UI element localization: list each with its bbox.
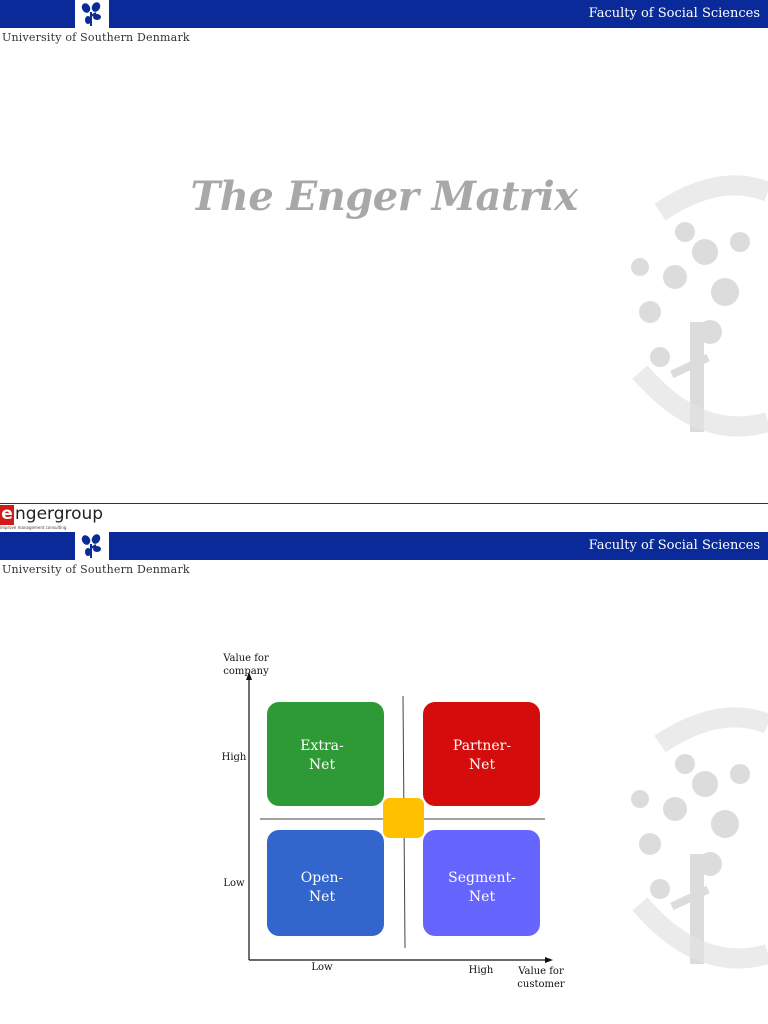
slide-title: The Enger Matrix: [190, 173, 579, 220]
open-net-label-line2: Net: [309, 889, 336, 905]
x-axis-title-line1: Value for: [517, 966, 564, 977]
y-axis-title-line1: Value for: [222, 653, 269, 664]
x-tick-high: High: [469, 965, 494, 976]
quadrant-segment-net: [423, 830, 540, 936]
partner-net-label-line1: Partner-: [453, 738, 511, 754]
university-name: University of Southern Denmark: [2, 563, 190, 576]
y-axis-title-line2: company: [223, 666, 269, 677]
engergroup-logo: e ngergroup improve management consultin…: [0, 504, 140, 531]
extra-net-label-line2: Net: [309, 757, 336, 773]
quadrant-extra-net: [267, 702, 384, 806]
logo-tagline: improve management consulting: [0, 525, 67, 530]
slide-divider: [0, 503, 768, 504]
open-net-label-line1: Open-: [301, 870, 344, 886]
university-seal-watermark-icon: [631, 175, 768, 437]
segment-net-label-line2: Net: [469, 889, 496, 905]
x-tick-low: Low: [311, 962, 333, 973]
leaf-logo-icon: [81, 534, 101, 558]
header-bar: Faculty of Social Sciences: [0, 0, 768, 30]
university-logo: [75, 532, 109, 562]
university-name: University of Southern Denmark: [2, 31, 190, 44]
logo-wordmark: ngergroup: [15, 504, 104, 524]
university-logo: [75, 0, 109, 30]
y-tick-high: High: [222, 752, 247, 763]
center-square: [383, 798, 424, 838]
header-bar: Faculty of Social Sciences: [0, 532, 768, 562]
quadrant-partner-net: [423, 702, 540, 806]
faculty-label: Faculty of Social Sciences: [588, 6, 760, 21]
extra-net-label-line1: Extra-: [300, 738, 344, 754]
university-seal-watermark-icon: [631, 707, 768, 969]
x-axis-arrow-icon: [545, 957, 553, 963]
x-axis-title-line2: customer: [517, 979, 565, 990]
faculty-label: Faculty of Social Sciences: [588, 538, 760, 553]
leaf-logo-icon: [81, 2, 101, 26]
enger-matrix-diagram: Extra- Net Partner- Net Open- Net Segmen…: [222, 653, 565, 990]
y-tick-low: Low: [223, 878, 245, 889]
partner-net-label-line2: Net: [469, 757, 496, 773]
matrix-slide: Faculty of Social Sciences University of…: [0, 532, 768, 1024]
quadrant-open-net: [267, 830, 384, 936]
segment-net-label-line1: Segment-: [448, 870, 516, 886]
logo-e-mark: e: [0, 504, 14, 525]
title-slide: Faculty of Social Sciences University of…: [0, 0, 768, 503]
y-axis-arrow-icon: [246, 672, 252, 680]
